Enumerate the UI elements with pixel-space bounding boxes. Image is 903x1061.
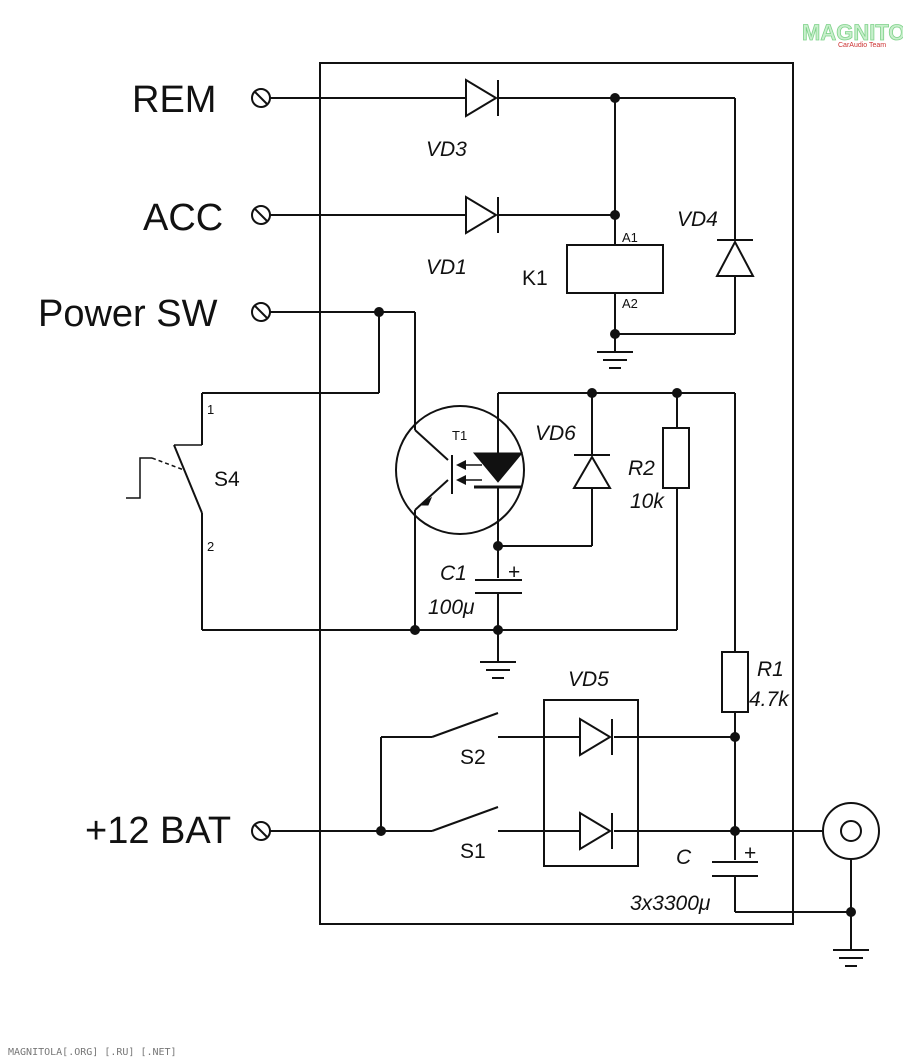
- label-t1: T1: [452, 428, 467, 443]
- diode-vd5-lower: [579, 811, 613, 851]
- label-s4-pin2: 2: [207, 539, 214, 554]
- diode-vd6: [572, 393, 612, 546]
- terminal-screw-rem: [251, 88, 271, 108]
- label-r2: R2: [628, 457, 655, 480]
- terminal-label-bat: +12 BAT: [85, 810, 231, 852]
- terminal-label-power-sw: Power SW: [38, 293, 218, 335]
- label-vd5: VD5: [568, 668, 609, 691]
- terminal-screw-power-sw: [251, 302, 271, 322]
- diode-vd5-upper: [579, 717, 613, 757]
- enclosure-box: [319, 62, 794, 925]
- label-s2: S2: [460, 746, 486, 769]
- label-c1: C1: [440, 562, 467, 585]
- wires-power-sw: [201, 311, 416, 445]
- resistor-r2: [662, 393, 690, 630]
- switch-s4: [126, 444, 203, 514]
- ground-symbol-output: [833, 949, 869, 967]
- logo-subtitle: CarAudio Team: [838, 42, 886, 49]
- label-c: C: [676, 846, 692, 869]
- junction-dots: [374, 93, 856, 917]
- terminal-label-rem: REM: [132, 79, 216, 121]
- logo-title: MAGNITOLA: [802, 20, 903, 45]
- label-s1: S1: [460, 840, 486, 863]
- label-r1-value: 4.7k: [749, 688, 790, 711]
- label-a2: A2: [622, 296, 638, 311]
- magnitola-logo: MAGNITOLA CarAudio Team: [802, 20, 903, 49]
- diode-vd1: [465, 195, 499, 235]
- terminal-screw-bat: [251, 821, 271, 841]
- label-vd4: VD4: [677, 208, 718, 231]
- switch-s2: [431, 712, 499, 738]
- diode-vd4: [715, 239, 755, 277]
- label-vd3: VD3: [426, 138, 467, 161]
- ground-symbol-k1: [597, 351, 633, 369]
- label-c-plus: +: [744, 842, 756, 865]
- label-s4: S4: [214, 468, 240, 491]
- wires-acc: [270, 98, 616, 245]
- label-vd6: VD6: [535, 422, 576, 445]
- label-c-value: 3x3300μ: [630, 892, 711, 915]
- label-c1-value: 100μ: [428, 596, 475, 619]
- diode-pack-vd5: [543, 699, 639, 867]
- label-r1: R1: [757, 658, 784, 681]
- switch-s1: [431, 806, 499, 832]
- label-a1: A1: [622, 230, 638, 245]
- footer-text: MAGNITOLA[.ORG] [.RU] [.NET]: [8, 1047, 177, 1058]
- terminal-label-acc: ACC: [143, 197, 223, 239]
- wires-bat: [270, 736, 822, 832]
- label-k1: K1: [522, 267, 548, 290]
- label-r2-value: 10k: [630, 490, 665, 513]
- wires-t1-bus: [202, 510, 677, 662]
- label-c1-plus: +: [508, 561, 520, 584]
- label-s4-pin1: 1: [207, 402, 214, 417]
- terminal-screw-acc: [251, 205, 271, 225]
- ground-symbol-t1: [480, 661, 516, 679]
- diode-vd3: [465, 78, 499, 118]
- label-vd1: VD1: [426, 256, 467, 279]
- wires-t1-top: [498, 392, 736, 652]
- capacitor-c1: [475, 579, 522, 630]
- relay-k1-coil: [566, 244, 664, 294]
- optocoupler-t1: [395, 393, 525, 578]
- output-jack: [822, 802, 880, 950]
- capacitor-c: [712, 861, 851, 913]
